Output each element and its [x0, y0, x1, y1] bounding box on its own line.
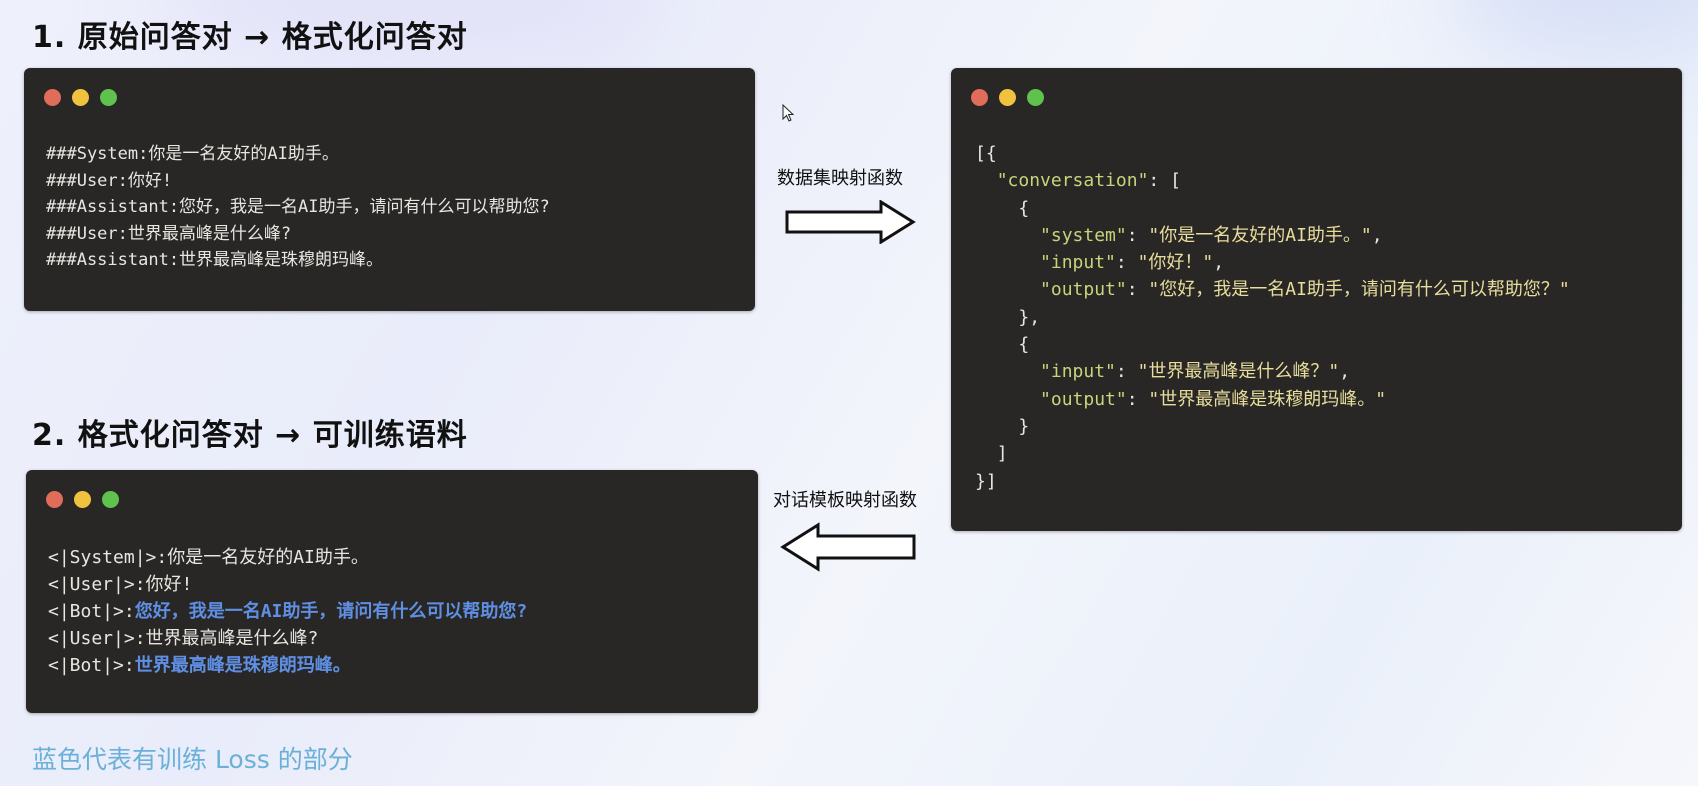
json-value: "你好！": [1137, 252, 1214, 274]
minimize-dot-icon: [72, 89, 89, 106]
code-line: <|User|>:你好!: [48, 571, 527, 598]
dataset-map-label: 数据集映射函数: [777, 168, 903, 189]
maximize-dot-icon: [100, 89, 117, 106]
role-tag: <|User|>:: [48, 628, 146, 649]
code-line: },: [975, 304, 1570, 331]
code-line: "input": "世界最高峰是什么峰？",: [1040, 361, 1351, 383]
json-punct: },: [1018, 306, 1041, 328]
background-glow: [1450, 0, 1698, 60]
json-value: "世界最高峰是珠穆朗玛峰。": [1148, 388, 1387, 410]
role-tag: <|System|>:: [48, 547, 168, 568]
code-line: "output": "您好，我是一名AI助手，请问有什么可以帮助您？": [1040, 279, 1570, 301]
code-line: <|Bot|>:您好，我是一名AI助手，请问有什么可以帮助您?: [48, 598, 527, 625]
maximize-dot-icon: [1027, 89, 1044, 106]
mouse-cursor-icon: [782, 104, 795, 122]
section1-title: 1. 原始问答对 → 格式化问答对: [32, 20, 468, 55]
minimize-dot-icon: [74, 491, 91, 508]
maximize-dot-icon: [102, 491, 119, 508]
message-text: 世界最高峰是什么峰?: [145, 628, 319, 649]
window-controls: [971, 89, 1044, 106]
json-punct: ]: [996, 443, 1008, 465]
close-dot-icon: [971, 89, 988, 106]
code-line: ###User:你好!: [46, 170, 173, 191]
json-key: "output": [1040, 388, 1127, 410]
close-dot-icon: [46, 491, 63, 508]
raw-qa-code: ###System:你是一名友好的AI助手。 ###User:你好! ###Assi…: [46, 141, 550, 274]
json-key: "output": [1040, 279, 1127, 301]
code-line: ###Assistant:世界最高峰是珠穆朗玛峰。: [46, 250, 384, 270]
json-value: "世界最高峰是什么峰？": [1137, 361, 1340, 383]
json-code: [{ "conversation": [ { "system": "你是一名友好…: [975, 140, 1570, 495]
minimize-dot-icon: [999, 89, 1016, 106]
role-tag: <|Bot|>:: [48, 655, 135, 676]
code-line: "system": "你是一名友好的AI助手。",: [1040, 224, 1383, 246]
role-tag: <|User|>:: [48, 574, 146, 595]
section2-title: 2. 格式化问答对 → 可训练语料: [32, 418, 468, 453]
training-corpus-window: <|System|>:你是一名友好的AI助手。<|User|>:你好!<|Bot…: [26, 470, 758, 713]
formatted-json-window: [{ "conversation": [ { "system": "你是一名友好…: [951, 68, 1682, 531]
template-map-label: 对话模板映射函数: [773, 490, 917, 511]
json-key: "conversation": [996, 170, 1149, 192]
code-line: [{: [975, 143, 997, 164]
code-line: ###Assistant:您好，我是一名AI助手，请问有什么可以帮助您?: [46, 197, 550, 217]
code-line: {: [975, 195, 1570, 222]
raw-qa-window: ###System:你是一名友好的AI助手。 ###User:你好! ###Assi…: [24, 68, 755, 311]
json-punct: {: [1018, 197, 1030, 219]
right-arrow-icon: [785, 200, 916, 244]
close-dot-icon: [44, 89, 61, 106]
code-line: <|User|>:世界最高峰是什么峰?: [48, 625, 527, 652]
code-line: ###System:你是一名友好的AI助手。: [46, 144, 339, 164]
code-line: "output": "世界最高峰是珠穆朗玛峰。": [1040, 388, 1387, 410]
window-controls: [46, 491, 119, 508]
window-controls: [44, 89, 117, 106]
code-line: ###User:世界最高峰是什么峰?: [46, 223, 292, 244]
json-key: "system": [1040, 224, 1127, 246]
role-tag: <|Bot|>:: [48, 601, 135, 622]
json-punct: {: [1018, 334, 1030, 356]
code-line: <|System|>:你是一名友好的AI助手。: [48, 544, 527, 571]
message-text: 你是一名友好的AI助手。: [167, 547, 369, 568]
json-value: "你是一名友好的AI助手。": [1148, 224, 1372, 246]
code-line: {: [975, 331, 1570, 358]
json-punct: }: [1018, 415, 1030, 437]
json-key: "input": [1040, 361, 1116, 383]
message-text: 你好!: [145, 574, 193, 595]
code-line: ]: [975, 440, 1570, 467]
code-line: }]: [975, 470, 997, 492]
loss-message-text: 世界最高峰是珠穆朗玛峰。: [134, 655, 351, 676]
json-punct: : [: [1148, 170, 1181, 192]
code-line: "input": "你好！",: [1040, 252, 1225, 274]
code-line: "conversation": [: [975, 167, 1570, 194]
corpus-code: <|System|>:你是一名友好的AI助手。<|User|>:你好!<|Bot…: [48, 544, 527, 679]
json-value: "您好，我是一名AI助手，请问有什么可以帮助您？": [1148, 279, 1570, 301]
loss-message-text: 您好，我是一名AI助手，请问有什么可以帮助您?: [134, 601, 528, 622]
code-line: <|Bot|>:世界最高峰是珠穆朗玛峰。: [48, 652, 527, 679]
left-arrow-icon: [780, 522, 916, 572]
json-key: "input": [1040, 252, 1116, 274]
code-line: }: [975, 413, 1570, 440]
loss-caption: 蓝色代表有训练 Loss 的部分: [32, 745, 353, 774]
